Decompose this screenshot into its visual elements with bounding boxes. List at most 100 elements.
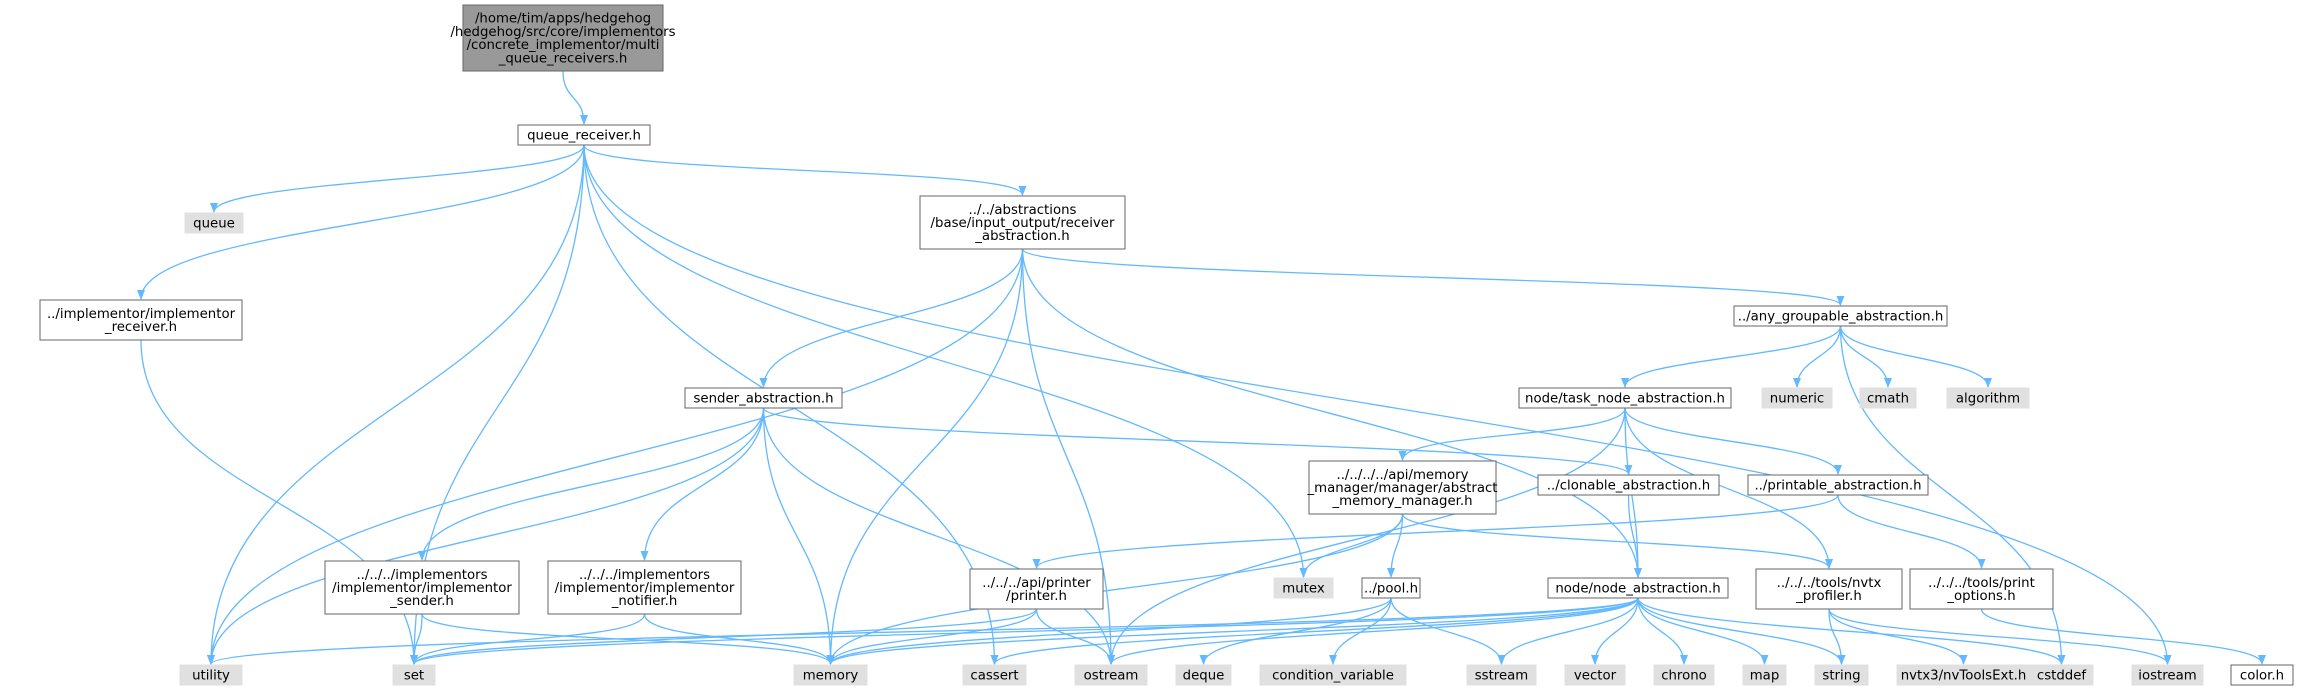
node-memory_manager[interactable]: ../../../../api/memory_manager/manager/a… — [1306, 460, 1498, 515]
node-cmath: cmath — [1859, 387, 1917, 409]
node-label-vector-line-0: vector — [1574, 669, 1617, 684]
edge-memory_manager-to-mutex — [1299, 513, 1404, 578]
node-nvtoolsext: nvtx3/nvToolsExt.h — [1896, 664, 2031, 686]
node-label-impl_notifier-line-2: _notifier.h — [611, 594, 678, 609]
node-box-print_options — [1909, 568, 2054, 610]
edge-pool-to-condition_variable — [1329, 597, 1392, 665]
node-box-cassert — [962, 664, 1027, 686]
nodes-layer: /home/tim/apps/hedgehog/hedgehog/src/cor… — [39, 4, 2294, 686]
node-memory: memory — [793, 664, 868, 686]
node-box-sstream — [1466, 664, 1537, 686]
node-impl_sender[interactable]: ../../../implementors/implementor/implem… — [324, 560, 520, 615]
edge-any_groupable-to-numeric — [1793, 325, 1842, 388]
node-label-impl_sender-line-1: /implementor/implementor — [332, 581, 512, 596]
node-nvtx_profiler[interactable]: ../../../tools/nvtx_profiler.h — [1755, 568, 1903, 610]
node-box-cstddef — [2029, 664, 2094, 686]
edge-task_node-to-ostream — [1107, 407, 1626, 665]
node-box-nvtx_profiler — [1755, 568, 1903, 610]
edge-node_abs-to-cassert — [990, 597, 1639, 665]
node-receiver_abs[interactable]: ../../abstractions/base/input_output/rec… — [919, 195, 1126, 250]
node-label-memory_manager-line-2: _memory_manager.h — [1331, 494, 1472, 509]
node-box-cmath — [1859, 387, 1917, 409]
node-box-memory_manager — [1308, 460, 1497, 515]
node-box-memory — [793, 664, 868, 686]
node-task_node[interactable]: node/task_node_abstraction.h — [1518, 387, 1732, 409]
node-label-nvtoolsext-line-0: nvtx3/nvToolsExt.h — [1901, 669, 2027, 684]
node-label-cmath-line-0: cmath — [1867, 392, 1909, 407]
node-box-string — [1814, 664, 1869, 686]
node-impl_receiver[interactable]: ../implementor/implementor_receiver.h — [39, 299, 243, 341]
edge-node_abs-to-set — [410, 597, 1639, 665]
node-label-deque-line-0: deque — [1183, 669, 1225, 684]
node-pool[interactable]: ../pool.h — [1361, 577, 1421, 599]
edge-task_node-to-nvtx_profiler — [1624, 407, 1833, 569]
edge-node_abs-to-vector — [1591, 597, 1639, 665]
edge-receiver_abs-to-sender_abs — [759, 248, 1024, 388]
edge-receiver_abs-to-utility — [207, 248, 1024, 665]
node-utility: utility — [179, 664, 243, 686]
node-algorithm: algorithm — [1946, 387, 2030, 409]
edge-sender_abs-to-impl_sender — [418, 407, 765, 561]
node-label-cassert-line-0: cassert — [970, 669, 1018, 684]
node-label-receiver_abs-line-0: ../../abstractions — [969, 203, 1077, 218]
edge-pool-to-memory — [826, 597, 1392, 665]
node-node_abs[interactable]: node/node_abstraction.h — [1547, 577, 1729, 599]
node-clonable[interactable]: ../clonable_abstraction.h — [1537, 474, 1720, 496]
node-string: string — [1814, 664, 1869, 686]
node-label-root-line-1: /hedgehog/src/core/implementors — [450, 25, 675, 40]
edge-printable-to-printer — [1032, 494, 1839, 569]
node-label-impl_notifier-line-1: /implementor/implementor — [555, 581, 735, 596]
edge-node_abs-to-chrono — [1637, 597, 1688, 665]
node-color[interactable]: color.h — [2230, 664, 2294, 686]
node-condition_variable: condition_variable — [1259, 664, 1407, 686]
node-box-mutex — [1273, 577, 1334, 599]
node-label-node_abs-line-0: node/node_abstraction.h — [1555, 582, 1720, 597]
node-label-cstddef-line-0: cstddef — [2037, 669, 2087, 684]
node-label-utility-line-0: utility — [192, 669, 230, 684]
node-label-color-line-0: color.h — [2240, 669, 2284, 684]
edge-printer-to-memory — [826, 608, 1038, 665]
node-printer[interactable]: ../../../api/printer/printer.h — [969, 568, 1104, 610]
node-box-sender_abs — [684, 387, 843, 409]
edge-nvtx_profiler-to-nvtoolsext — [1828, 608, 1968, 665]
node-sstream: sstream — [1466, 664, 1537, 686]
node-sender_abs[interactable]: sender_abstraction.h — [684, 387, 843, 409]
node-label-print_options-line-0: ../../../tools/print — [1928, 576, 2035, 591]
edge-node_abs-to-ostream — [1107, 597, 1639, 665]
node-chrono: chrono — [1653, 664, 1715, 686]
node-label-receiver_abs-line-2: _abstraction.h — [974, 229, 1069, 244]
node-ostream: ostream — [1074, 664, 1148, 686]
node-label-printer-line-1: /printer.h — [1006, 589, 1067, 604]
node-set: set — [392, 664, 436, 686]
edge-receiver_abs-to-node_abs — [1021, 248, 1642, 578]
node-box-queue — [184, 212, 244, 234]
node-any_groupable[interactable]: ../any_groupable_abstraction.h — [1733, 305, 1948, 327]
node-impl_notifier[interactable]: ../../../implementors/implementor/implem… — [547, 560, 742, 615]
node-label-memory_manager-line-1: _manager/manager/abstract — [1306, 481, 1497, 496]
node-box-iostream — [2131, 664, 2204, 686]
node-box-impl_sender — [324, 560, 520, 615]
edge-impl_receiver-to-set — [140, 339, 418, 665]
node-map: map — [1742, 664, 1787, 686]
node-label-algorithm-line-0: algorithm — [1956, 392, 2020, 407]
node-label-string-line-0: string — [1822, 669, 1860, 684]
node-queue_receiver[interactable]: queue_receiver.h — [517, 124, 651, 146]
edge-nvtx_profiler-to-string — [1828, 608, 1846, 665]
node-queue: queue — [184, 212, 244, 234]
edge-sender_abs-to-utility — [207, 407, 765, 665]
edge-memory_manager-to-nvtx_profiler — [1401, 513, 1833, 569]
edge-any_groupable-to-cmath — [1839, 325, 1892, 388]
edge-receiver_abs-to-ostream — [1021, 248, 1115, 665]
node-printable[interactable]: ../printable_abstraction.h — [1747, 474, 1929, 496]
node-box-condition_variable — [1259, 664, 1407, 686]
edge-node_abs-to-string — [1637, 597, 1846, 665]
node-box-set — [392, 664, 436, 686]
node-label-impl_notifier-line-0: ../../../implementors — [579, 568, 710, 583]
node-label-task_node-line-0: node/task_node_abstraction.h — [1525, 392, 1725, 407]
edge-queue_receiver-to-mutex — [583, 144, 1308, 578]
node-print_options[interactable]: ../../../tools/print_options.h — [1909, 568, 2054, 610]
node-cassert: cassert — [962, 664, 1027, 686]
edge-queue_receiver-to-receiver_abs — [583, 144, 1027, 196]
edge-receiver_abs-to-any_groupable — [1021, 248, 1845, 306]
node-label-pool-line-0: ../pool.h — [1364, 582, 1418, 597]
